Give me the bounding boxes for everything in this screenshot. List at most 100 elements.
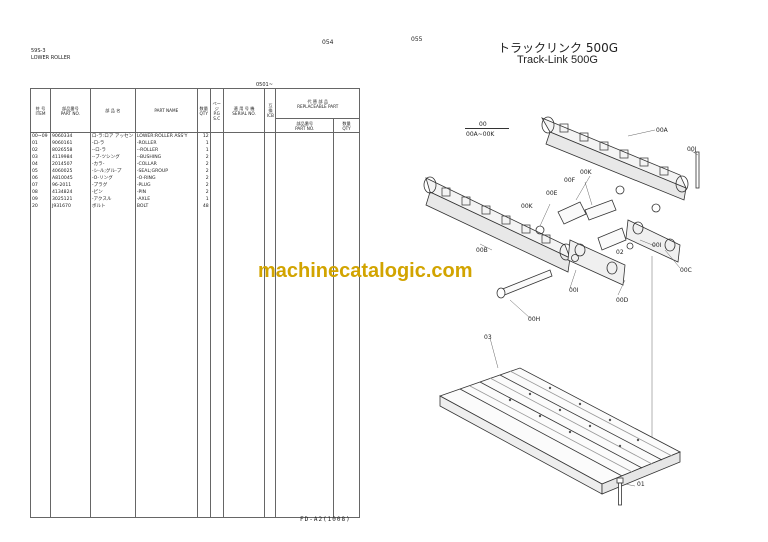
bushing-02 [597,227,627,251]
page-number-right: 055 [411,36,423,43]
cell-qty: 1 [196,147,211,154]
cell-empty [209,182,224,189]
cell-part-name: LOWER:ROLLER ASS'Y [134,132,198,140]
pin-00h [499,269,553,297]
cell-part-no: J931670 [49,203,91,210]
cell-empty [134,210,198,518]
cell-part-name: BOLT [134,203,198,210]
cell-empty [209,210,224,518]
cell-empty [222,203,266,210]
cell-part-no: 4119984 [49,154,91,161]
cell-qty: 48 [196,203,211,210]
cell-qty: 2 [196,161,211,168]
cell-empty [222,168,266,175]
cell-empty [264,132,277,140]
cell-item: 20 [30,203,51,210]
cell-part-name: -AXLE [134,196,198,203]
cell-empty [222,189,266,196]
cell-part-no: A810045 [49,175,91,182]
cell-empty [209,175,224,182]
cell-item: 03 [30,154,51,161]
right-page: 055 トラックリンク 500G Track-Link 500G [300,0,768,542]
cell-qty: 2 [196,175,211,182]
pin-00j [695,151,700,189]
pin-00f [584,199,617,221]
cell-empty [333,154,360,161]
cell-part-no: 9060334 [49,132,91,140]
page-title-en: Track-Link 500G [517,54,598,66]
watermark: machinecatalogic.com [258,260,473,282]
cell-empty [275,203,335,210]
cell-empty [264,168,277,175]
cell-empty [275,175,335,182]
cell-part-no: 4134824 [49,189,91,196]
cell-empty [264,196,277,203]
cell-empty [275,210,335,518]
callout-00f: 00F [564,177,576,184]
cell-item: 00~09 [30,132,51,140]
cell-empty [275,161,335,168]
cell-empty [222,132,266,140]
cell-item: 01 [30,140,51,147]
cell-empty [333,161,360,168]
cell-empty [333,189,360,196]
callout-00i-left: 00I [569,287,579,294]
cell-empty [275,189,335,196]
cell-empty [264,175,277,182]
cell-empty [264,203,277,210]
cell-empty [275,132,335,140]
cell-empty [209,189,224,196]
cell-empty [209,140,224,147]
callout-00e: 00E [546,190,558,197]
cell-part-no: 4060025 [49,168,91,175]
cell-empty [333,182,360,189]
callout-00i-right: 00I [652,242,662,249]
upper-link-chain [541,116,689,201]
callout-00j: 00J [687,146,697,153]
cell-empty [264,140,277,147]
cell-part-name: -SEAL;GROUP [134,168,198,175]
cell-empty [30,210,51,518]
cell-empty [264,154,277,161]
cell-empty [209,132,224,140]
footer-code: FD-A2(1008) [300,516,351,523]
callout-00a: 00A [656,127,668,134]
cell-empty [196,210,211,518]
cell-empty [222,210,266,518]
col-part-name-header: PART NAME [134,88,198,133]
col-name-jp-header: 部 品 名 [89,88,136,133]
link-00d [567,239,626,286]
cell-empty [209,154,224,161]
callout-02: 02 [616,249,624,256]
cell-empty [222,161,266,168]
cell-part-no: 2014507 [49,161,91,168]
table-filler-row [30,210,360,518]
bolt-01 [616,477,624,506]
page-number-left: 054 [322,39,334,46]
cell-name-jp: -カラ- [89,161,136,168]
cell-empty [264,210,277,518]
cell-qty: 2 [196,189,211,196]
bushing-00e [557,201,587,225]
cell-qty: 1 [196,196,211,203]
cell-name-jp: -O-リング [89,175,136,182]
callout-00d: 00D [616,297,629,304]
cell-name-jp: ボルト [89,203,136,210]
link-00c [625,219,681,263]
cell-empty [222,154,266,161]
cell-empty [264,182,277,189]
cell-qty: 2 [196,154,211,161]
cell-empty [333,203,360,210]
cell-empty [222,175,266,182]
cell-empty [222,147,266,154]
cell-name-jp: -プラグ [89,182,136,189]
